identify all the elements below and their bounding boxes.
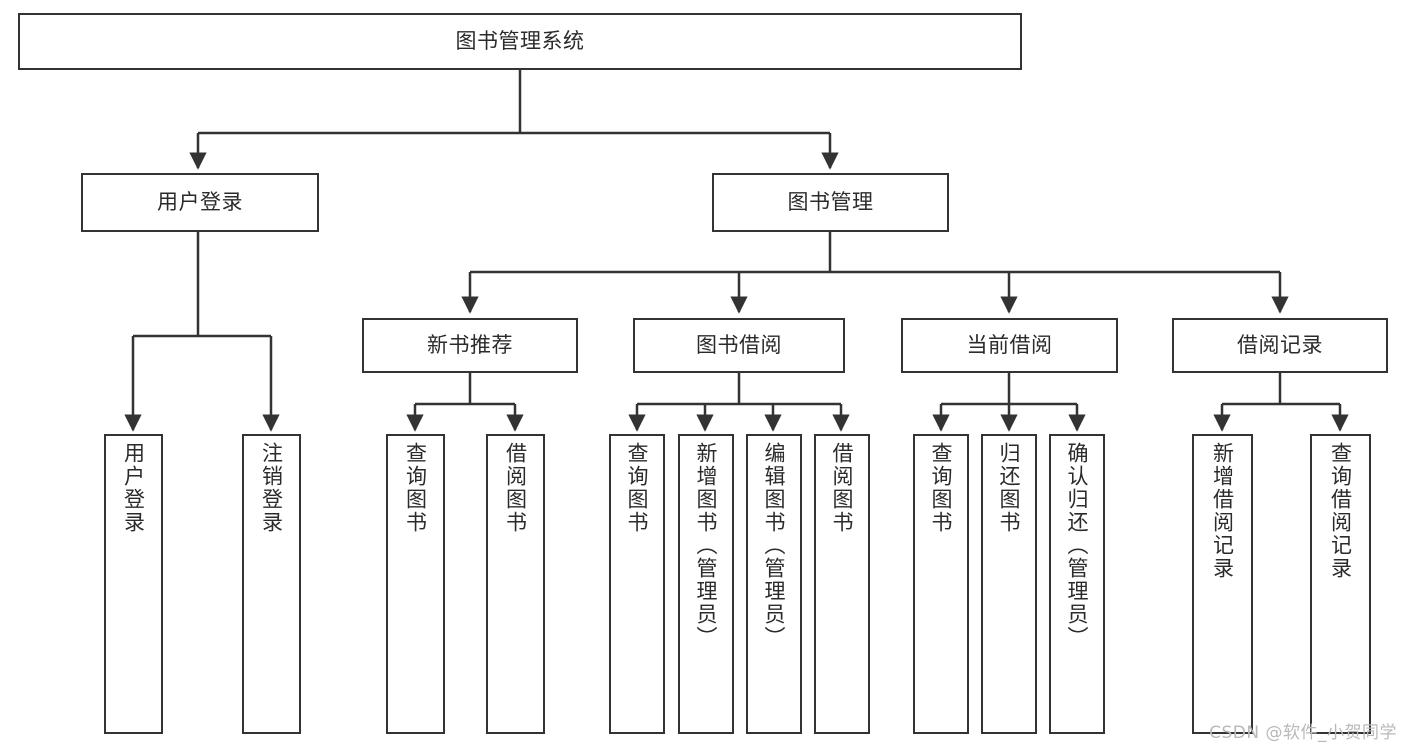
node-user-login[interactable]: 用户登录	[81, 173, 319, 232]
node-user-login-label: 用户登录	[157, 190, 243, 215]
node-book-management[interactable]: 图书管理	[712, 173, 949, 232]
node-leaf-query-borrow-record-label: 查询借阅记录	[1328, 442, 1353, 580]
watermark-text: CSDN @软件_小贺同学	[1209, 723, 1397, 743]
node-book-management-label: 图书管理	[787, 190, 874, 215]
node-leaf-return-book[interactable]: 归还图书	[981, 434, 1037, 734]
node-leaf-edit-book-admin-label: 编辑图书（管理员）	[762, 442, 787, 649]
node-leaf-add-borrow-record[interactable]: 新增借阅记录	[1192, 434, 1253, 734]
node-leaf-confirm-return-admin-label: 确认归还（管理员）	[1065, 442, 1090, 649]
node-root[interactable]: 图书管理系统	[18, 13, 1022, 70]
node-leaf-edit-book-admin[interactable]: 编辑图书（管理员）	[746, 434, 802, 734]
node-leaf-query-book-current[interactable]: 查询图书	[913, 434, 969, 734]
node-book-borrow[interactable]: 图书借阅	[633, 318, 845, 373]
node-leaf-add-book-admin[interactable]: 新增图书（管理员）	[678, 434, 734, 734]
node-leaf-logout[interactable]: 注销登录	[242, 434, 301, 734]
node-leaf-borrow-book-newbook-label: 借阅图书	[503, 442, 528, 534]
node-leaf-borrow-book-borrow-label: 借阅图书	[830, 442, 855, 534]
node-leaf-borrow-book-borrow[interactable]: 借阅图书	[814, 434, 870, 734]
node-leaf-add-book-admin-label: 新增图书（管理员）	[694, 442, 719, 649]
node-root-label: 图书管理系统	[455, 29, 585, 54]
node-leaf-query-book-borrow[interactable]: 查询图书	[609, 434, 665, 734]
node-leaf-user-login-label: 用户登录	[121, 442, 146, 534]
node-current-borrow-label: 当前借阅	[966, 333, 1053, 358]
node-leaf-user-login[interactable]: 用户登录	[104, 434, 163, 734]
node-leaf-query-book-newbook-label: 查询图书	[403, 442, 428, 534]
node-current-borrow[interactable]: 当前借阅	[901, 318, 1118, 373]
node-leaf-add-borrow-record-label: 新增借阅记录	[1210, 442, 1235, 580]
node-leaf-query-book-current-label: 查询图书	[929, 442, 954, 534]
node-leaf-query-book-borrow-label: 查询图书	[625, 442, 650, 534]
node-borrow-record-label: 借阅记录	[1237, 333, 1323, 358]
node-leaf-query-book-newbook[interactable]: 查询图书	[386, 434, 445, 734]
node-leaf-query-borrow-record[interactable]: 查询借阅记录	[1310, 434, 1371, 734]
node-new-book-recommend[interactable]: 新书推荐	[362, 318, 578, 373]
node-leaf-borrow-book-newbook[interactable]: 借阅图书	[486, 434, 545, 734]
node-leaf-return-book-label: 归还图书	[997, 442, 1022, 534]
node-book-borrow-label: 图书借阅	[696, 333, 782, 358]
node-borrow-record[interactable]: 借阅记录	[1172, 318, 1388, 373]
node-leaf-logout-label: 注销登录	[259, 442, 284, 534]
node-new-book-recommend-label: 新书推荐	[427, 333, 513, 358]
node-leaf-confirm-return-admin[interactable]: 确认归还（管理员）	[1049, 434, 1105, 734]
